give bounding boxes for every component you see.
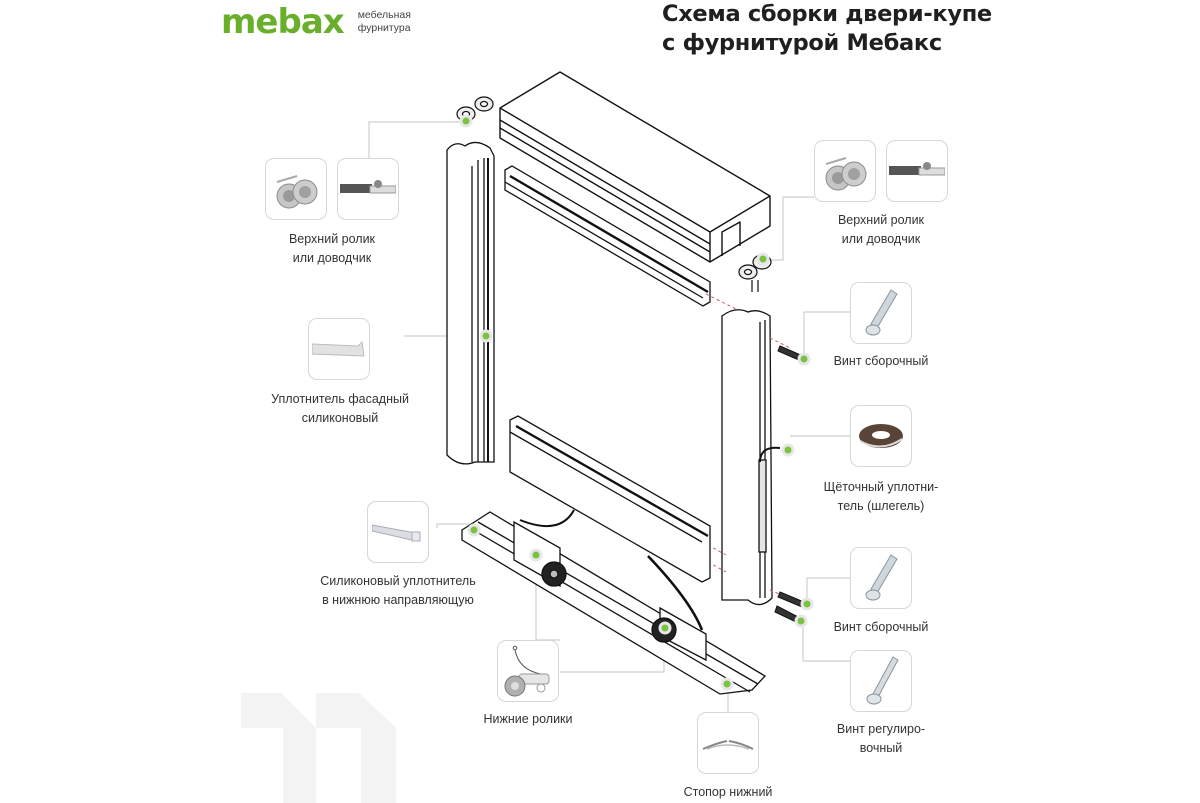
screws (774, 345, 805, 624)
label-adjust-screw: Винт регулиро- вочный (820, 720, 942, 758)
label-line2: силиконовый (301, 411, 379, 425)
title-line1: Схема сборки двери-купе (662, 1, 992, 27)
label-line1: Винт сборочный (833, 354, 929, 368)
card-assembly-screw-bottom (850, 547, 912, 609)
label-line1: Нижние ролики (483, 712, 573, 726)
label-line2: или доводчик (292, 251, 372, 265)
watermark-logo-mark (241, 693, 396, 803)
page-title: Схема сборки двери-купе с фурнитурой Меб… (662, 0, 992, 58)
silicone-seal-icon (312, 340, 365, 357)
title-line2: с фурнитурой Мебакс (662, 30, 942, 56)
label-line2: вочный (859, 741, 903, 755)
assembly-screw-icon (865, 554, 898, 601)
top-roller-icon (825, 157, 867, 191)
card-closer-right (886, 140, 948, 202)
label-assembly-screw-top: Винт сборочный (820, 352, 942, 371)
card-bottom-stopper (697, 712, 759, 774)
top-roller-icon (276, 175, 318, 209)
card-assembly-screw-top (850, 282, 912, 344)
label-line1: Винт сборочный (833, 620, 929, 634)
label-assembly-screw-bottom: Винт сборочный (820, 618, 942, 637)
label-bottom-rollers: Нижние ролики (470, 710, 586, 729)
bottom-stopper-icon (702, 740, 754, 750)
label-line1: Верхний ролик (288, 232, 376, 246)
label-facade-seal: Уплотнитель фасадный силиконовый (262, 390, 418, 428)
card-facade-seal (308, 318, 370, 380)
brush-seal-roll-icon (859, 424, 903, 448)
bottom-door-profile (509, 415, 711, 583)
left-vertical-profile (446, 141, 495, 465)
top-door-profile (504, 165, 711, 307)
brand-tagline-line1: мебельная (357, 9, 411, 21)
assembly-screw-icon (865, 289, 898, 336)
label-rail-seal: Силиконовый уплотнитель в нижнюю направл… (312, 572, 484, 610)
label-line1: Силиконовый уплотнитель (320, 574, 476, 588)
label-line1: Уплотнитель фасадный (271, 392, 409, 406)
card-adjust-screw (850, 650, 912, 712)
brand-logo: mebax мебельная фурнитура (221, 4, 411, 40)
label-top-roller-right: Верхний ролик или доводчик (813, 211, 949, 249)
card-closer-left (337, 158, 399, 220)
label-line1: Верхний ролик (837, 213, 925, 227)
label-line1: Винт регулиро- (836, 722, 926, 736)
brand-wordmark: mebax (221, 2, 345, 42)
card-brush-seal (850, 405, 912, 467)
card-top-roller-right (814, 140, 876, 202)
callout-dots (459, 114, 814, 691)
label-line2: или доводчик (841, 232, 921, 246)
brand-tagline: мебельная фурнитура (358, 9, 411, 35)
label-top-roller-left: Верхний ролик или доводчик (264, 230, 400, 268)
label-line1: Щёточный уплотни- (823, 480, 939, 494)
label-brush-seal: Щёточный уплотни- тель (шлегель) (812, 478, 950, 516)
label-line2: тель (шлегель) (837, 499, 925, 513)
card-bottom-rollers (497, 640, 559, 702)
rail-seal-icon (372, 524, 421, 542)
card-top-roller-left (265, 158, 327, 220)
brand-tagline-line2: фурнитура (357, 22, 411, 34)
label-bottom-stopper: Стопор нижний (672, 783, 784, 802)
top-guide-rail (499, 71, 771, 263)
label-line2: в нижнюю направляющую (322, 593, 474, 607)
label-line1: Стопор нижний (683, 785, 773, 799)
closer-icon (340, 180, 396, 194)
bottom-roller-icon (504, 645, 550, 697)
right-vertical-profile (721, 309, 781, 606)
closer-icon (889, 162, 945, 176)
adjusting-screw-icon (866, 656, 899, 705)
card-rail-seal (367, 501, 429, 563)
